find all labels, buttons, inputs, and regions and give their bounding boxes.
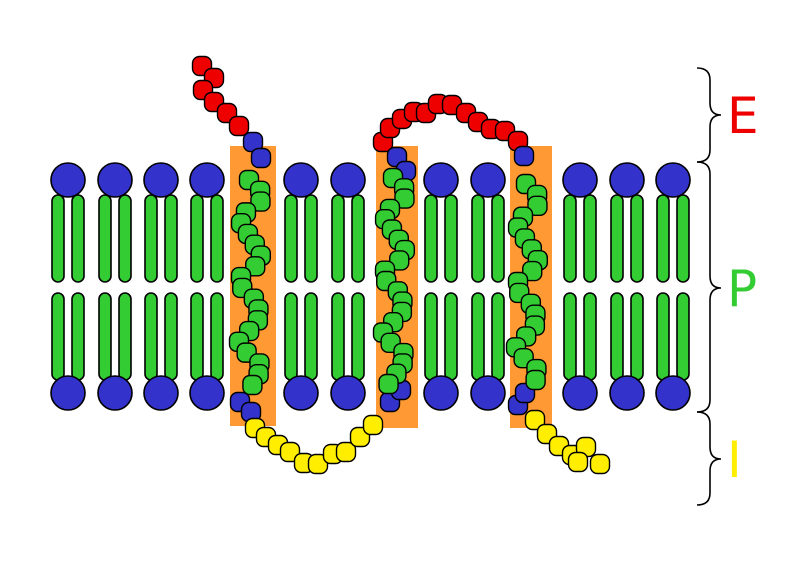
headgroup-residue bbox=[250, 147, 272, 169]
lipid-tail bbox=[424, 292, 438, 381]
lipid-head bbox=[423, 375, 459, 411]
lipid-tail bbox=[304, 292, 318, 381]
lipid-tail bbox=[630, 194, 644, 283]
lipid-tail bbox=[144, 292, 158, 381]
lipid-tail bbox=[444, 292, 458, 381]
lipid-tail bbox=[656, 292, 670, 381]
lipid-tail bbox=[71, 292, 85, 381]
lipid-tail bbox=[491, 292, 505, 381]
lipid-tail bbox=[164, 292, 178, 381]
lipid-head bbox=[470, 375, 506, 411]
lipid-tail bbox=[583, 194, 597, 283]
lipid-tail bbox=[190, 194, 204, 283]
membrane-residue bbox=[525, 369, 546, 391]
lipid-bilayer bbox=[50, 162, 691, 411]
extracellular-residue bbox=[228, 115, 250, 137]
membrane-residue bbox=[378, 373, 399, 395]
lipid-tail bbox=[118, 194, 132, 283]
lipid-tail bbox=[98, 194, 112, 283]
intracellular-brace bbox=[696, 411, 722, 506]
lipid-head bbox=[330, 162, 366, 198]
lipid-head bbox=[50, 375, 86, 411]
intracellular-residue bbox=[567, 451, 589, 473]
intracellular-label: I bbox=[727, 431, 742, 489]
intracellular-residue bbox=[307, 453, 329, 475]
lipid-head bbox=[470, 162, 506, 198]
lipid-head bbox=[562, 162, 598, 198]
lipid-tail bbox=[563, 292, 577, 381]
extracellular-label: E bbox=[727, 87, 759, 145]
lipid-tail bbox=[656, 194, 670, 283]
lipid-tail bbox=[284, 194, 298, 283]
lipid-tail bbox=[491, 194, 505, 283]
intracellular-residue bbox=[589, 453, 611, 475]
membrane-brace bbox=[696, 161, 722, 413]
braces bbox=[696, 67, 722, 506]
lipid-tail bbox=[51, 194, 65, 283]
lipid-tail bbox=[351, 194, 365, 283]
lipid-tail bbox=[304, 194, 318, 283]
lipid-head bbox=[50, 162, 86, 198]
lipid-tail bbox=[610, 292, 624, 381]
lipid-head bbox=[330, 375, 366, 411]
lipid-head bbox=[609, 162, 645, 198]
lipid-tail bbox=[676, 194, 690, 283]
lipid-tail bbox=[71, 194, 85, 283]
membrane-label: P bbox=[727, 260, 757, 318]
lipid-tail bbox=[331, 292, 345, 381]
intracellular-residue bbox=[524, 409, 546, 431]
membrane-residue bbox=[522, 260, 543, 282]
membrane-residue bbox=[394, 188, 415, 209]
lipid-head bbox=[283, 162, 319, 198]
lipid-tail bbox=[331, 194, 345, 283]
lipid-tail bbox=[351, 292, 365, 381]
lipid-tail bbox=[51, 292, 65, 381]
membrane-residue bbox=[245, 256, 266, 277]
headgroup-residue bbox=[513, 145, 535, 167]
lipid-tail bbox=[284, 292, 298, 381]
lipid-tail bbox=[144, 194, 158, 283]
extracellular-brace bbox=[696, 67, 722, 163]
lipid-head bbox=[283, 375, 319, 411]
lipid-head bbox=[143, 375, 179, 411]
lipid-tail bbox=[630, 292, 644, 381]
lipid-head bbox=[189, 162, 225, 198]
lipid-tail bbox=[563, 194, 577, 283]
lipid-head bbox=[655, 375, 691, 411]
lipid-tail bbox=[471, 292, 485, 381]
lipid-tail bbox=[471, 194, 485, 283]
protein-chain bbox=[191, 55, 611, 475]
lipid-tail bbox=[210, 194, 224, 283]
lipid-head bbox=[609, 375, 645, 411]
membrane-residue bbox=[250, 191, 271, 212]
lipid-tail bbox=[164, 194, 178, 283]
lipid-tail bbox=[610, 194, 624, 283]
lipid-tail bbox=[210, 292, 224, 381]
lipid-tail bbox=[98, 292, 112, 381]
lipid-head bbox=[143, 162, 179, 198]
lipid-tail bbox=[118, 292, 132, 381]
intracellular-residue bbox=[362, 414, 384, 436]
lipid-head bbox=[189, 375, 225, 411]
lipid-head bbox=[97, 375, 133, 411]
lipid-tail bbox=[190, 292, 204, 381]
lipid-tail bbox=[444, 194, 458, 283]
lipid-head bbox=[97, 162, 133, 198]
lipid-tail bbox=[676, 292, 690, 381]
intracellular-residue bbox=[279, 441, 301, 463]
intracellular-residue bbox=[335, 441, 357, 463]
membrane-residue bbox=[527, 195, 548, 216]
lipid-head bbox=[562, 375, 598, 411]
lipid-tail bbox=[583, 292, 597, 381]
lipid-head bbox=[423, 162, 459, 198]
membrane-residue bbox=[242, 374, 263, 396]
lipid-head bbox=[655, 162, 691, 198]
lipid-tail bbox=[424, 194, 438, 283]
